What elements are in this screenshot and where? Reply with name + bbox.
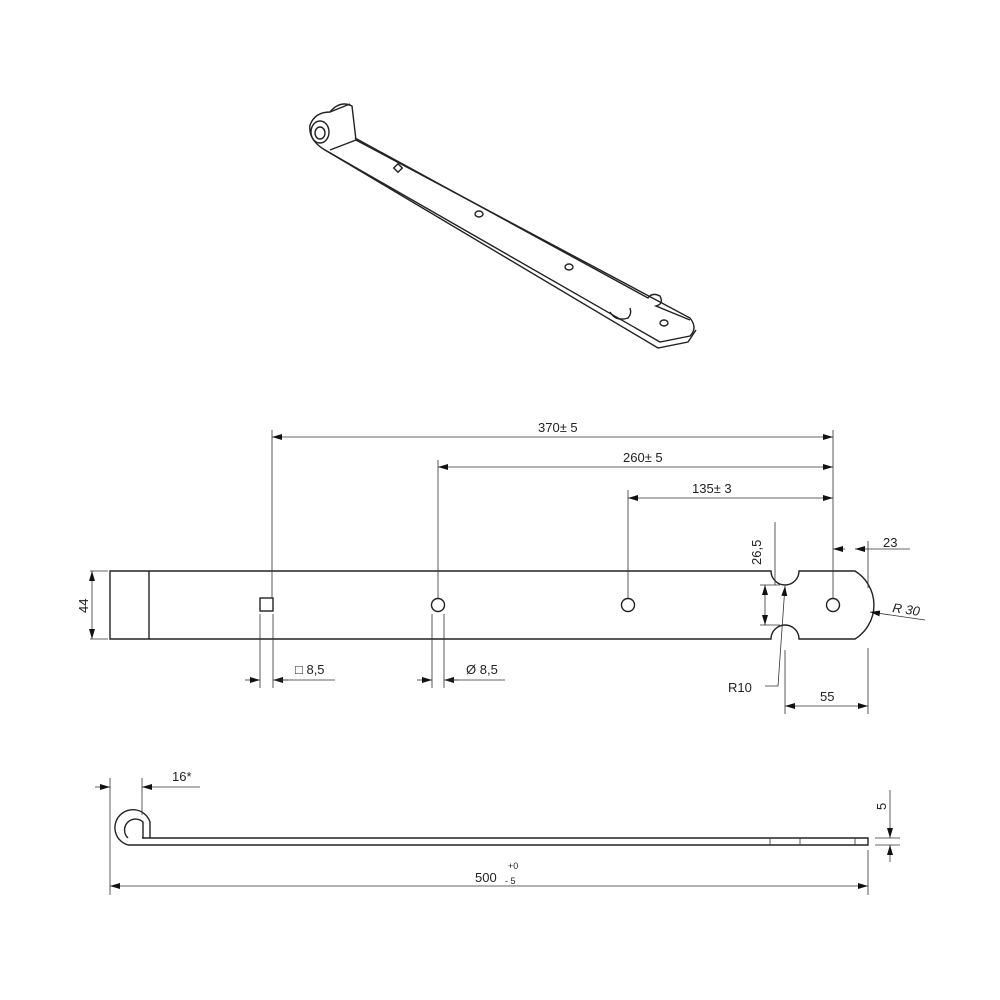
round-hole xyxy=(620,597,636,613)
dim-500-upper-tol: +0 xyxy=(508,861,518,871)
dim-260: 260± 5 xyxy=(623,450,663,465)
dim-r30: R 30 xyxy=(892,600,922,619)
isometric-view xyxy=(309,103,697,349)
round-hole xyxy=(825,597,841,613)
dim-16: 16* xyxy=(172,769,192,784)
front-view: 370± 5 260± 5 135± 3 23 44 26,5 R10 55 R… xyxy=(76,420,926,714)
round-hole xyxy=(430,597,446,613)
square-hole xyxy=(259,597,274,612)
dim-5: 5 xyxy=(874,803,889,810)
dim-135: 135± 3 xyxy=(692,481,732,496)
dim-370: 370± 5 xyxy=(538,420,578,435)
side-view: 16* 500 +0 - 5 5 xyxy=(95,769,900,895)
dim-square-hole: □ 8,5 xyxy=(295,662,325,677)
dim-500-lower-tol: - 5 xyxy=(505,876,516,886)
dim-23: 23 xyxy=(883,535,897,550)
dim-500: 500 xyxy=(475,870,497,885)
dim-26-5: 26,5 xyxy=(749,540,764,565)
dim-55: 55 xyxy=(820,689,834,704)
dim-44: 44 xyxy=(76,599,91,613)
dim-round-hole: Ø 8,5 xyxy=(466,662,498,677)
dim-r10: R10 xyxy=(728,680,752,695)
